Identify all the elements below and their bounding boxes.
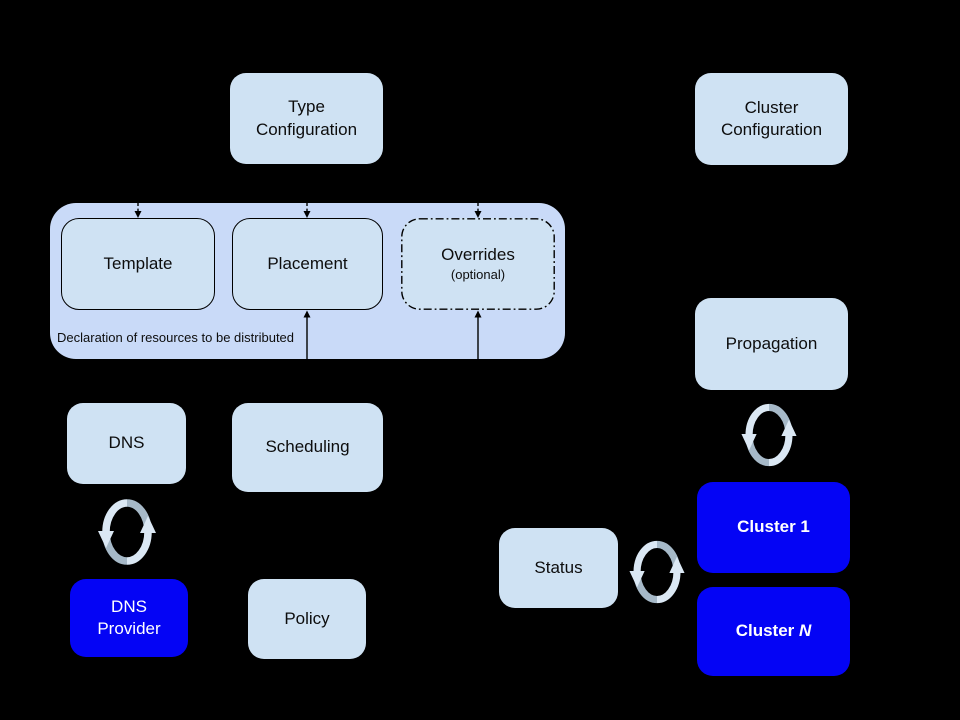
template-box: Template xyxy=(61,218,215,310)
cluster-n-box: Cluster N xyxy=(697,587,850,676)
dns-provider-box: DNS Provider xyxy=(70,579,188,657)
declaration-caption: Declaration of resources to be distribut… xyxy=(57,330,295,345)
sync-icon xyxy=(98,499,156,565)
policy-box: Policy xyxy=(248,579,366,659)
cluster-1-box: Cluster 1 xyxy=(697,482,850,573)
sync-icon xyxy=(629,540,685,604)
cluster-configuration-box: Cluster Configuration xyxy=(695,73,848,165)
placement-box: Placement xyxy=(232,218,383,310)
type-configuration-box: Type Configuration xyxy=(230,73,383,164)
overrides-box: Overrides (optional) xyxy=(401,218,555,310)
cluster-n-label: Cluster N xyxy=(735,621,812,641)
status-box: Status xyxy=(499,528,618,608)
scheduling-box: Scheduling xyxy=(232,403,383,492)
overrides-optional-label: (optional) xyxy=(450,267,506,283)
overrides-label: Overrides xyxy=(441,245,515,264)
dns-box: DNS xyxy=(67,403,186,484)
sync-icon xyxy=(741,403,797,467)
propagation-box: Propagation xyxy=(695,298,848,390)
